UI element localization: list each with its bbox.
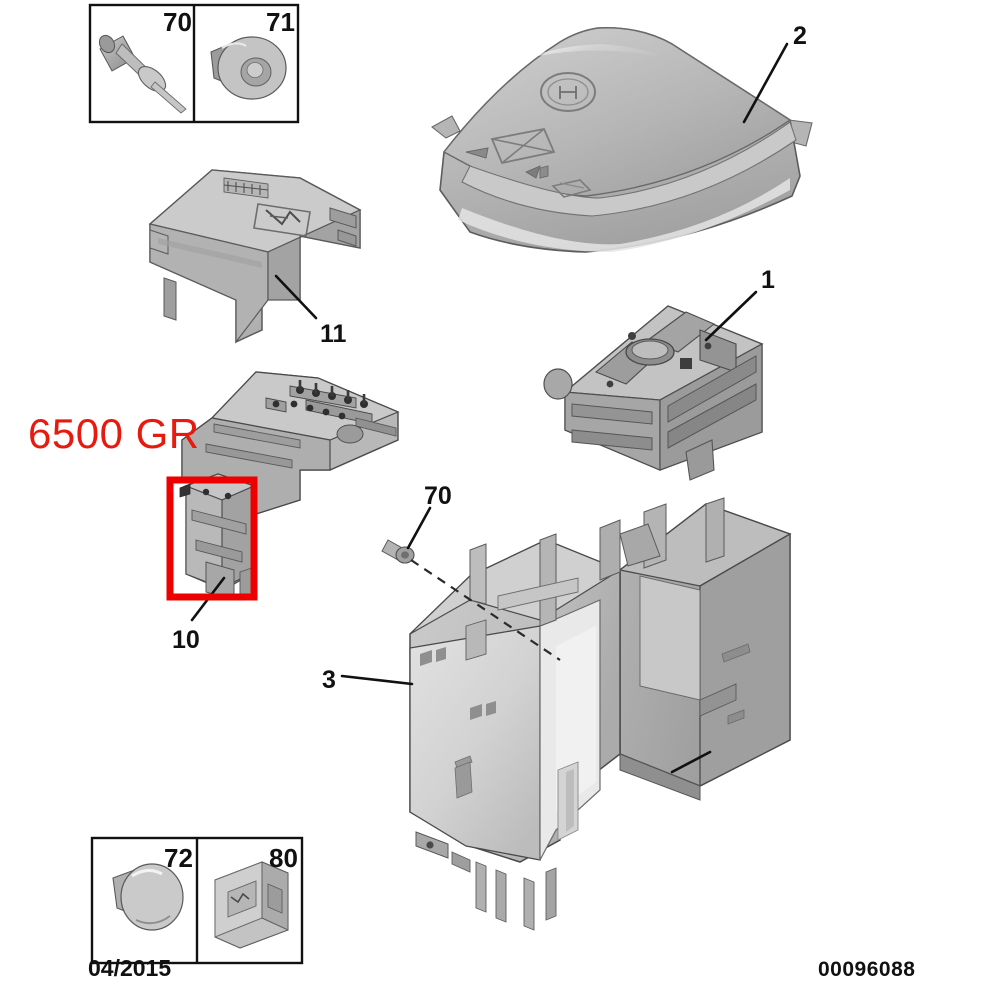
part-battery-cover <box>431 27 813 253</box>
part-battery-tray <box>409 497 792 931</box>
cover-badge-emboss <box>540 72 596 112</box>
inset-box-bottom <box>90 836 304 965</box>
tray-internal-ribs <box>465 503 667 661</box>
inset-part-plug-grommet <box>210 36 287 100</box>
inset-label-71: 71 <box>266 7 295 37</box>
callout-label-3: 3 <box>322 666 336 694</box>
inset-label-72: 72 <box>164 843 193 873</box>
part-fuse-relay-module <box>543 305 764 481</box>
inset-label-70: 70 <box>163 7 192 37</box>
lid-vent-grid <box>223 177 269 199</box>
lid-emblem <box>253 203 311 237</box>
part-fuse-box-lid <box>148 169 362 344</box>
inset-part-blind-rivet <box>98 34 187 114</box>
relay-sockets <box>594 311 737 388</box>
leader-3 <box>340 674 414 686</box>
cover-manual-emboss <box>525 165 592 198</box>
callout-label-10: 10 <box>172 626 200 654</box>
fuse-box-lower-block <box>179 473 256 601</box>
inset-part-push-pin-clip <box>112 863 184 931</box>
callout-label-2: 2 <box>793 22 807 50</box>
inset-box-top <box>88 3 300 124</box>
callout-label-70: 70 <box>424 482 452 510</box>
part-fuse-box-body <box>179 371 400 601</box>
leader-2 <box>742 42 789 124</box>
callout-label-1: 1 <box>761 266 775 294</box>
date-stamp: 04/2015 <box>88 955 172 981</box>
assembly-dashed-line <box>410 559 561 661</box>
leader-11 <box>274 274 318 320</box>
inset-part-retaining-bracket <box>214 861 289 949</box>
assembly-rivet-70 <box>381 539 561 661</box>
tray-surface-marks <box>420 643 751 841</box>
tray-mounting-feet <box>415 831 557 931</box>
inset-label-80: 80 <box>269 843 298 873</box>
reference-code: 6500 GR <box>28 410 200 457</box>
leader-70 <box>406 506 432 550</box>
leader-1 <box>704 290 758 342</box>
cover-warning-emboss <box>465 127 556 165</box>
leader-3-secondary <box>670 750 712 774</box>
fuse-pin-array <box>265 380 373 425</box>
drawing-number: 00096088 <box>818 958 916 981</box>
highlight-box-part-10 <box>166 476 258 601</box>
callout-label-11: 11 <box>320 320 347 348</box>
